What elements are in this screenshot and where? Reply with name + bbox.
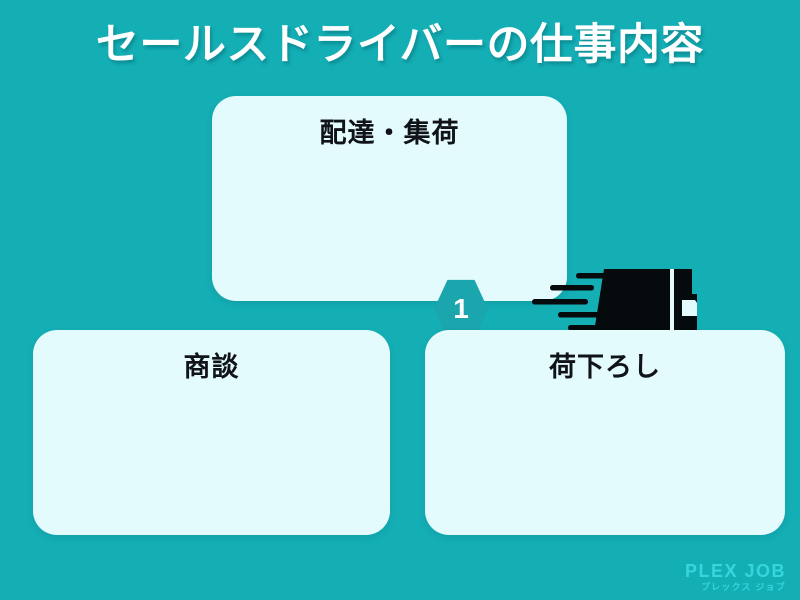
step-card-1: 配達・集荷 (212, 96, 714, 357)
step-badge-1-number: 1 (453, 293, 469, 324)
step-card-1-title: 配達・集荷 (319, 118, 460, 148)
hexagon-shape (434, 279, 488, 339)
step-card-2-title: 商談 (183, 352, 240, 382)
step-card-2: 商談 (33, 330, 390, 535)
step-card-3: 荷下ろし (425, 330, 785, 535)
step-card-3-title: 荷下ろし (549, 352, 661, 382)
brand-logo: PLEX JOB プレックス ジョブ (685, 562, 786, 592)
brand-logo-primary: PLEX JOB (684, 561, 786, 581)
brand-logo-secondary: プレックス ジョブ (700, 582, 786, 592)
step-badge-1: 1 (434, 278, 488, 340)
page-title: セールスドライバーの仕事内容 (95, 21, 705, 69)
